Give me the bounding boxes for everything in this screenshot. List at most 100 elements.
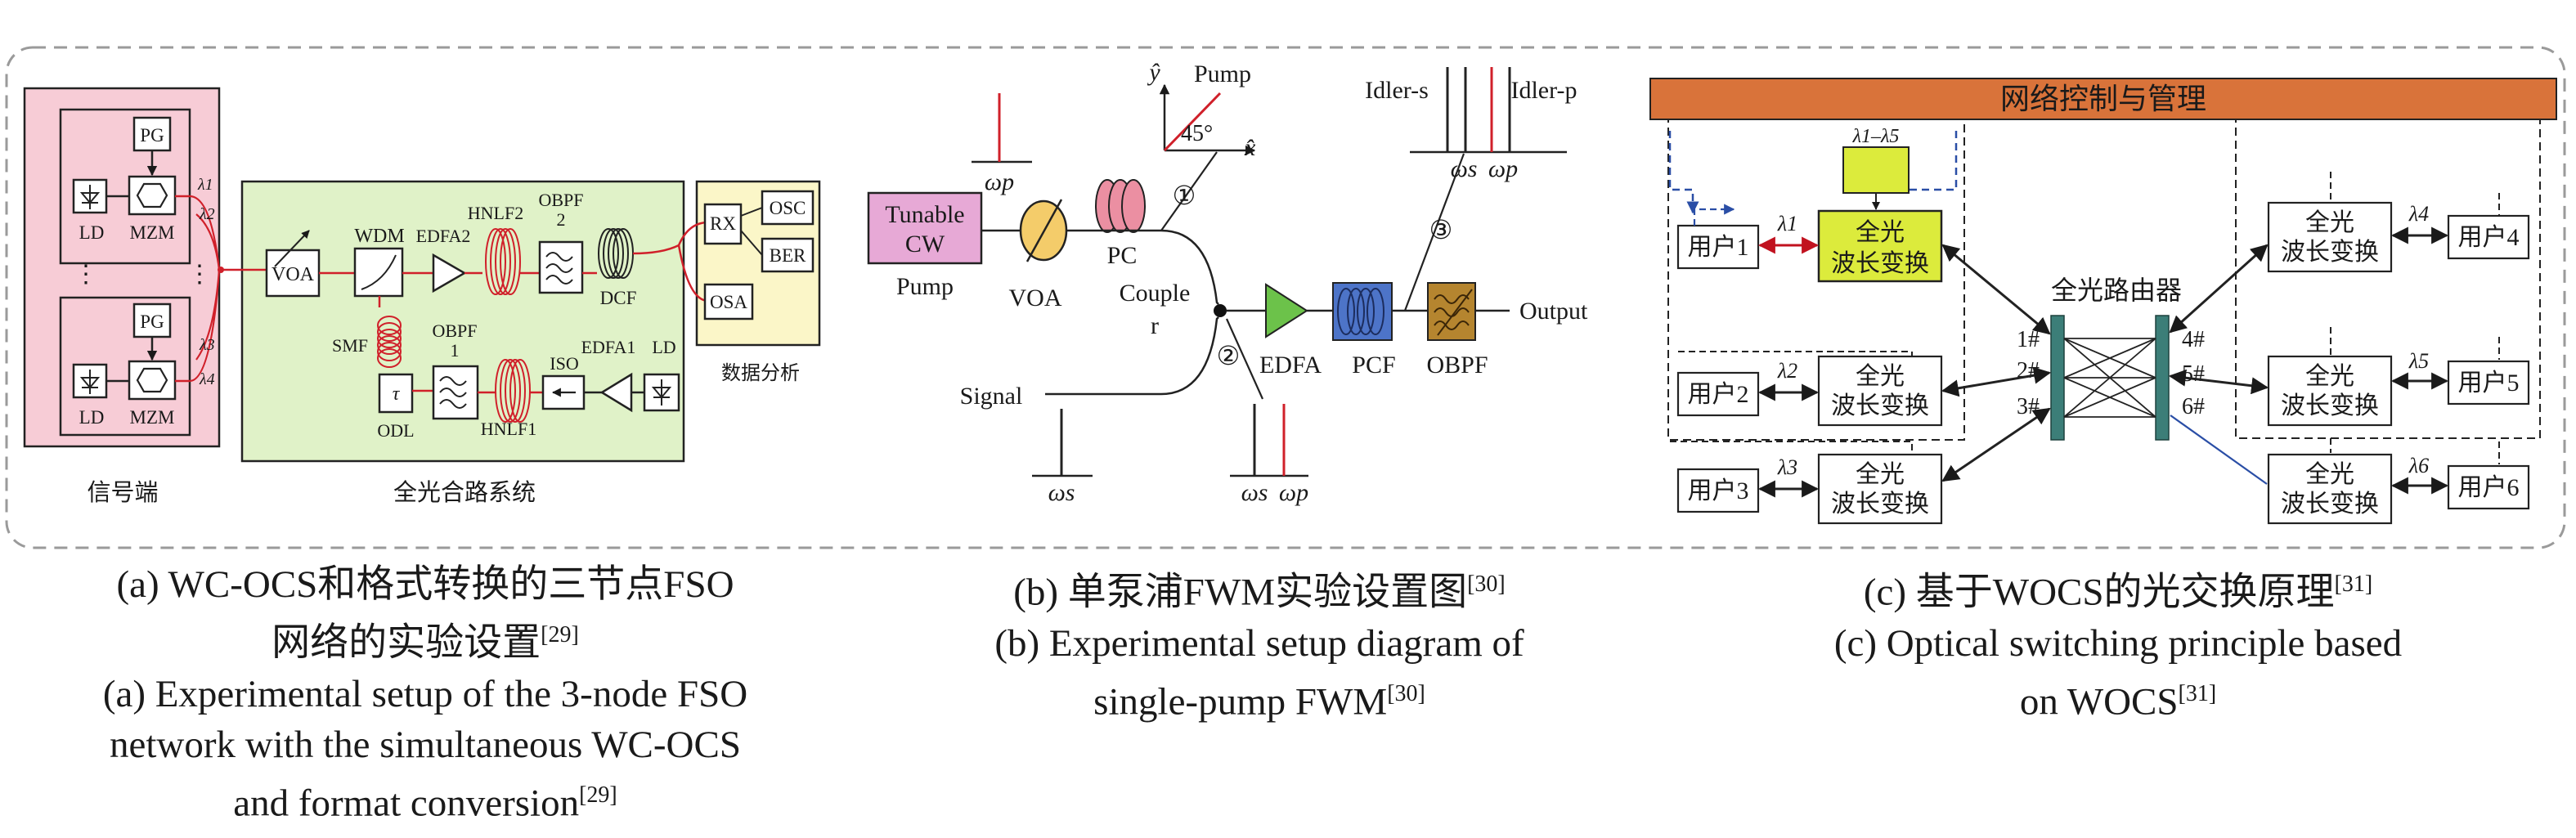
- pump-label-top: Pump: [1194, 60, 1251, 87]
- wc3-box: [1817, 453, 1943, 525]
- wc2-line1: 全光: [1856, 363, 1905, 390]
- edfa-triangle: [1265, 283, 1308, 338]
- user5-box: [2447, 360, 2530, 406]
- mzm-upper-hex: [136, 182, 168, 208]
- wc4-line2: 波长变换: [2281, 239, 2379, 266]
- mzm-upper-box: [128, 175, 177, 216]
- caption-a-zh-ref: [29]: [541, 622, 579, 648]
- caption-c-en-ref: [31]: [2178, 680, 2217, 706]
- wc6-dashed-feed: [2330, 438, 2500, 464]
- obpf2-label-b: 2: [557, 209, 566, 230]
- router-crossbar: [2063, 338, 2156, 418]
- caption-b-zh: (b) 单泵浦FWM实验设置图: [1013, 571, 1468, 614]
- lam4-label: λ4: [199, 370, 215, 388]
- coupler-lower: [1045, 316, 1219, 396]
- edfa-label: EDFA: [1259, 352, 1322, 379]
- wc5-dashed-feed: [2330, 327, 2500, 360]
- caption-a-en-3-line: and format conversion[29]: [16, 770, 834, 829]
- wc6-line2: 波长变换: [2281, 491, 2379, 518]
- caption-b-en-1: (b) Experimental setup diagram of: [994, 621, 1524, 665]
- odl-box: [378, 373, 414, 414]
- lam1-label: λ1: [197, 176, 213, 194]
- caption-a-zh-2: 网络的实验设置: [272, 621, 541, 665]
- omega-p-bottom2: ωp: [1279, 479, 1308, 506]
- wc6-box: [2267, 453, 2393, 525]
- user2-lambda: λ2: [1777, 359, 1797, 383]
- mid-tap-line: [1225, 318, 1264, 400]
- obpf-label: OBPF: [1426, 352, 1488, 379]
- tunable-cw-label-2: CW: [905, 231, 945, 258]
- ld-pump-icon: [651, 379, 672, 406]
- pg-lower-box: [132, 302, 172, 338]
- panel-a: PG MZM LD ⋮ ⋮ PG MZM LD λ1 λ2 λ3 λ4: [23, 87, 821, 506]
- x-axis-label: x̂: [1244, 134, 1256, 161]
- caption-c-zh: (c) 基于WOCS的光交换原理: [1863, 571, 2335, 614]
- odl-label: ODL: [377, 420, 414, 441]
- figure-canvas: PG MZM LD ⋮ ⋮ PG MZM LD λ1 λ2 λ3 λ4: [5, 46, 2566, 549]
- obpf2-label-a: OBPF: [538, 190, 583, 210]
- user2-label: 用户2: [1688, 381, 1749, 408]
- user1-lambda: λ1: [1777, 212, 1797, 235]
- router-wc4-link: [2169, 244, 2269, 334]
- wc5-box: [2267, 355, 2393, 427]
- obpf1-icon: [439, 376, 467, 409]
- port5-label: 5#: [2182, 361, 2205, 387]
- pump-polarization: [1163, 92, 1222, 152]
- caption-c-zh-ref: [31]: [2334, 571, 2373, 597]
- wc4-dashed-feed: [2330, 172, 2500, 216]
- pc-label: PC: [1107, 242, 1138, 269]
- wc2-line2: 波长变换: [1831, 392, 1929, 419]
- voa-slash: [1025, 199, 1063, 262]
- ld-lower-icon: [79, 370, 101, 394]
- data-analysis-label: 数据分析: [721, 362, 800, 384]
- panel-b: ŷ x̂ Pump 45° ωp Tunable CW Pump VOA PC …: [867, 59, 1588, 506]
- rx-label: RX: [710, 213, 736, 234]
- wc6-line1: 全光: [2305, 461, 2354, 488]
- mzm-lower-box: [128, 360, 177, 401]
- osc-label: OSC: [770, 198, 806, 218]
- rx-ber-link: [740, 230, 763, 256]
- user3-lambda: λ3: [1777, 455, 1797, 479]
- mzm-lower-label: MZM: [130, 407, 175, 428]
- user4-label: 用户4: [2458, 224, 2520, 251]
- y-axis-label: ŷ: [1147, 59, 1160, 86]
- omega-s-bottom-label: ωs: [1048, 479, 1075, 506]
- wc4-line1: 全光: [2305, 209, 2354, 236]
- idler-s-label: Idler-s: [1365, 77, 1429, 104]
- outer-frame: [5, 46, 2566, 549]
- wc2-dashed-feed: [1678, 351, 1913, 356]
- odl-tau: τ: [393, 383, 401, 405]
- wc1-box: [1817, 209, 1943, 283]
- rx-osc-link: [740, 207, 763, 217]
- wc3-dashed-feed: [1670, 441, 1913, 455]
- signal-end-label: 信号端: [87, 479, 158, 506]
- port4-label: 4#: [2182, 327, 2205, 352]
- pg-upper-box: [132, 116, 172, 152]
- marker-1: ①: [1173, 181, 1196, 210]
- marker-3: ③: [1429, 215, 1453, 244]
- pcf-coil: [1337, 288, 1384, 335]
- wc4-box: [2267, 201, 2393, 273]
- user3-label: 用户3: [1688, 477, 1749, 504]
- lam2-label: λ2: [199, 205, 215, 223]
- lam3-label: λ3: [199, 336, 215, 354]
- blue-control-line: [1668, 131, 1958, 213]
- pump-tap-line: [1160, 151, 1218, 231]
- hnlf1-coil: [495, 359, 531, 423]
- pcf-box: [1332, 282, 1393, 341]
- pc-paddles: [1095, 179, 1146, 233]
- coupler-upper: [1099, 229, 1219, 305]
- user1-feedback: [1693, 204, 1735, 226]
- user6-lambda: λ6: [2408, 454, 2429, 477]
- wc2-router-link: [1941, 366, 2052, 397]
- edfa1-label: EDFA1: [581, 337, 636, 357]
- edfa2-triangle: [432, 253, 467, 294]
- router-right-bar: [2155, 315, 2170, 441]
- caption-a-zh-1: (a) WC-OCS和格式转换的三节点FSO: [116, 563, 734, 606]
- ellipsis-left: ⋮: [74, 261, 98, 288]
- mzm-upper-label: MZM: [130, 222, 175, 243]
- hnlf1-label: HNLF1: [481, 419, 536, 439]
- tunable-cw-label-1: Tunable: [885, 201, 964, 228]
- osc-box: [761, 190, 815, 226]
- wc5-line2: 波长变换: [2281, 392, 2379, 419]
